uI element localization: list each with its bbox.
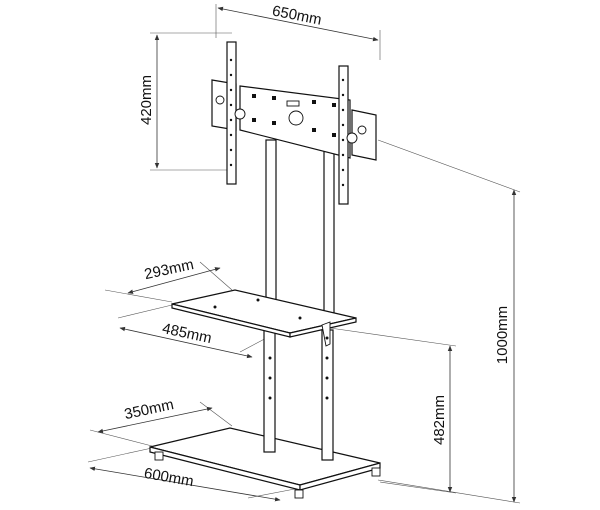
base-foot-front xyxy=(294,489,304,499)
dim-420-line xyxy=(150,32,232,171)
dim-650-line xyxy=(215,4,381,60)
side-bracket-right xyxy=(338,65,377,205)
label-420mm: 420mm xyxy=(138,75,155,125)
label-600mm: 600mm xyxy=(143,465,195,490)
label-293mm: 293mm xyxy=(143,256,195,283)
dim-293-line xyxy=(104,261,233,303)
base-plate xyxy=(149,427,381,499)
base-foot-right xyxy=(371,467,381,477)
base-foot-left xyxy=(154,451,164,461)
dim-600-line xyxy=(87,447,301,502)
label-650mm: 650mm xyxy=(271,2,323,28)
label-1000mm: 1000mm xyxy=(494,306,511,364)
glass-shelf xyxy=(171,289,357,347)
side-bracket-left xyxy=(211,41,246,185)
upper-columns xyxy=(265,139,335,321)
label-482mm: 482mm xyxy=(431,395,448,445)
lower-columns xyxy=(263,329,334,461)
shelf-bracket xyxy=(321,321,331,347)
vesa-mount-plate xyxy=(239,85,351,159)
dim-482-line xyxy=(329,327,457,494)
label-350mm: 350mm xyxy=(123,396,175,423)
dim-350-line xyxy=(89,401,233,447)
